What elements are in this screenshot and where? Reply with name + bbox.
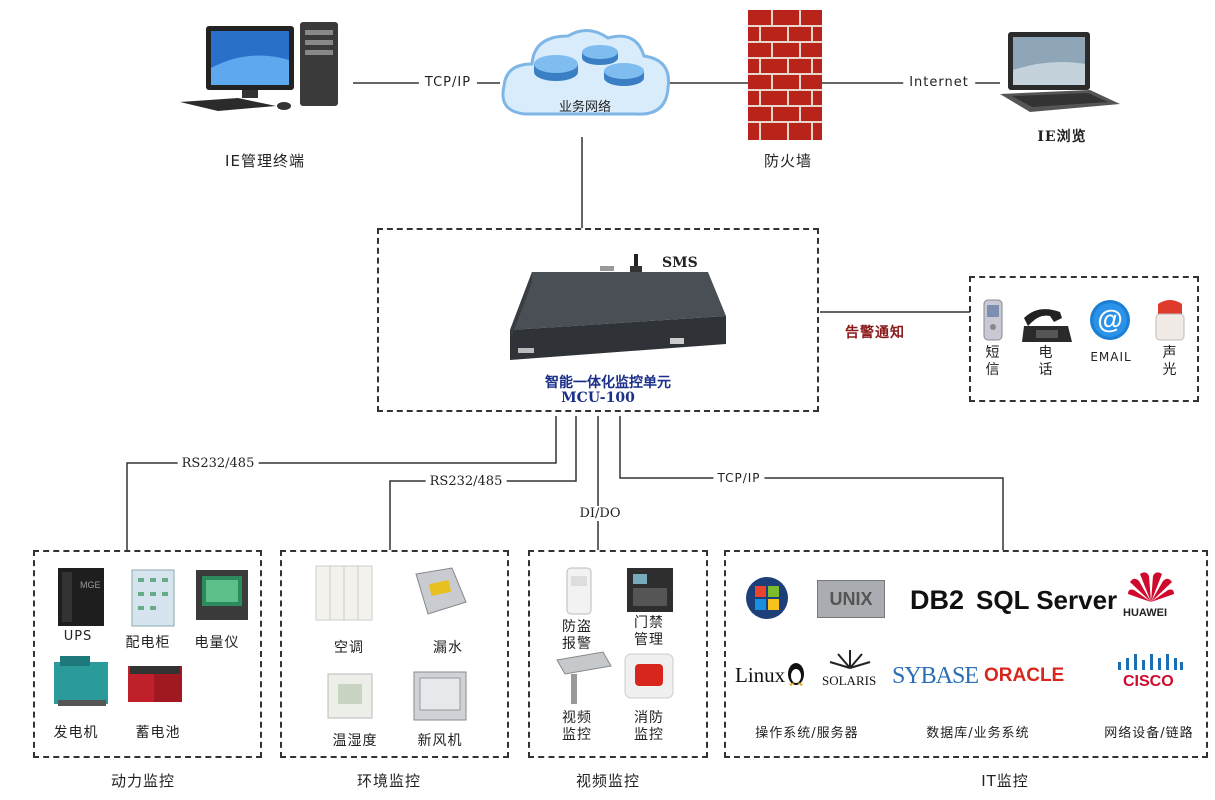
linux-logo: Linux [735, 663, 786, 687]
sms-label: SMS [662, 255, 698, 271]
env-item-temp: 温湿度 [332, 733, 378, 749]
firewall-label: 防火墙 [763, 152, 813, 170]
video-item-burglar: 防盗报警 [562, 619, 592, 652]
svg-text:MGE: MGE [80, 580, 101, 590]
env-item-ac: 空调 [334, 640, 364, 656]
huawei-logo-icon [1128, 572, 1174, 602]
link-label-dido: DI/DO [575, 506, 625, 521]
video-box [528, 550, 708, 758]
cisco-bars-icon [1118, 654, 1183, 670]
ie-terminal-label: IE管理终端 [225, 152, 305, 170]
windows-logo-icon [746, 577, 788, 619]
sqlserver-logo: SQL Server [976, 585, 1118, 615]
business-network-label: 业务网络 [558, 100, 612, 115]
video-item-cctv: 视频监控 [562, 710, 592, 743]
laptop-icon [1000, 32, 1120, 112]
alarm-box [969, 276, 1199, 402]
oracle-logo: ORACLE [984, 665, 1065, 686]
thermo-hygrometer-icon [327, 673, 373, 719]
power-item-meter: 电量仪 [194, 635, 240, 651]
ie-browse-label: IE浏览 [1037, 129, 1087, 145]
video-item-fire: 消防监控 [634, 710, 664, 743]
solaris-logo: SOLARIS [822, 673, 877, 688]
power-icons: MGE [54, 568, 248, 706]
link-label-rs485-env: RS232/485 [425, 474, 507, 489]
ups-icon: MGE [58, 568, 104, 626]
firewall-icon [748, 10, 822, 140]
email-at-icon: @ [1090, 300, 1130, 340]
svg-text:@: @ [1097, 304, 1122, 334]
alarm-icons: @ [983, 299, 1185, 342]
mcu-model: MCU-100 [561, 390, 635, 406]
it-caption-db: 数据库/业务系统 [926, 726, 1030, 741]
alarm-item-sms: 短信 [985, 345, 1001, 378]
alarm-item-siren: 声光 [1162, 345, 1178, 378]
power-meter-icon [196, 570, 248, 620]
water-leak-sensor-icon [415, 567, 467, 615]
phone-sms-icon [983, 299, 1003, 341]
video-item-access: 门禁管理 [634, 615, 664, 648]
it-caption-os: 操作系统/服务器 [755, 726, 859, 741]
cloud-network-icon [501, 29, 670, 116]
power-box [33, 550, 262, 758]
env-icons [315, 565, 467, 721]
battery-icon [128, 666, 182, 702]
env-item-fresh-air: 新风机 [417, 733, 463, 749]
motion-detector-icon [566, 567, 592, 615]
cisco-logo: CISCO [1123, 673, 1174, 690]
link-label-tcpip-it: TCP/IP [713, 471, 765, 485]
power-title: 动力监控 [110, 772, 176, 790]
unix-logo: UNIX [817, 580, 885, 618]
link-label-tcpip-top: TCP/IP [418, 75, 478, 90]
tux-penguin-icon [788, 663, 804, 686]
mcu-box [377, 228, 819, 412]
distribution-cabinet-icon [131, 569, 175, 627]
power-item-cabinet: 配电柜 [125, 635, 171, 651]
link-label-internet: Internet [903, 75, 975, 90]
db2-logo: DB2 [910, 585, 965, 615]
sybase-logo: SYBASE [892, 663, 979, 689]
fresh-air-unit-icon [413, 671, 467, 721]
telephone-icon [1022, 309, 1072, 342]
env-title: 环境监控 [356, 772, 422, 790]
power-item-ups: UPS [63, 629, 93, 644]
power-item-generator: 发电机 [53, 725, 99, 741]
it-caption-network: 网络设备/链路 [1104, 726, 1194, 741]
cctv-camera-icon [556, 651, 612, 704]
access-control-icon [627, 568, 673, 612]
mcu-name: 智能一体化监控单元 [545, 375, 671, 391]
link-label-rs485-power: RS232/485 [177, 456, 259, 471]
alarm-label: 告警通知 [845, 325, 905, 341]
env-box [280, 550, 509, 758]
video-title: 视频监控 [575, 772, 641, 790]
huawei-logo-text: HUAWEI [1123, 607, 1167, 619]
power-item-battery: 蓄电池 [135, 725, 181, 741]
air-conditioner-icon [315, 565, 373, 621]
it-title: IT监控 [981, 772, 1029, 790]
solaris-sun-icon [829, 650, 871, 669]
siren-icon [1155, 300, 1185, 341]
it-box [724, 550, 1208, 758]
mcu-device-icon [510, 254, 726, 360]
video-icons [556, 567, 674, 704]
alarm-item-email: EMAIL [1090, 350, 1132, 364]
env-item-leak: 漏水 [433, 640, 463, 656]
generator-icon [54, 656, 108, 706]
alarm-item-phone: 电话 [1038, 345, 1054, 378]
desktop-pc-icon [180, 22, 338, 111]
fire-alarm-icon [624, 653, 674, 699]
